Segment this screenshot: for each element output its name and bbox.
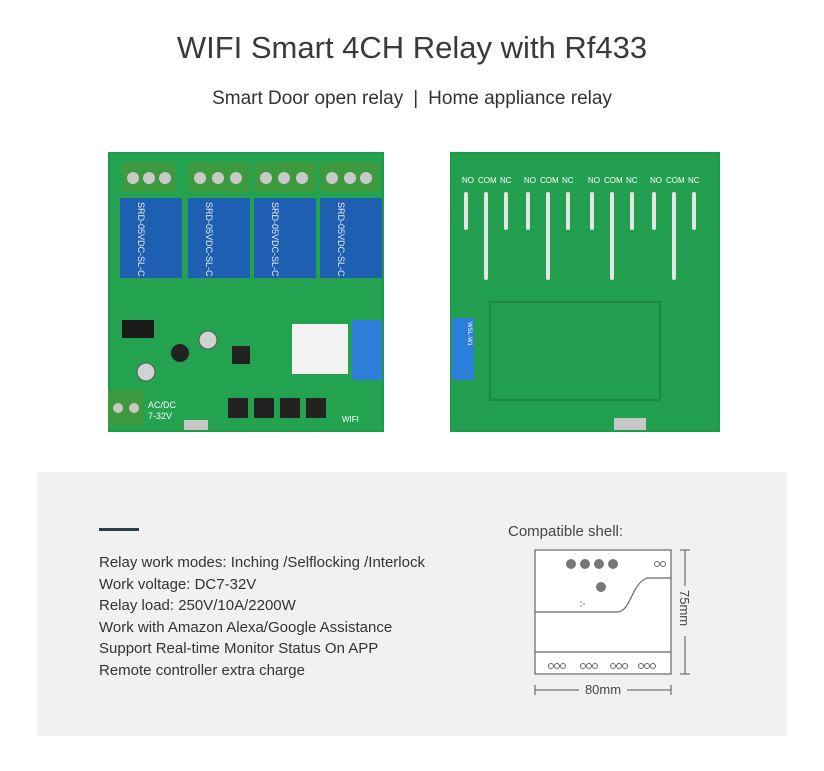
contact-label-no: NO bbox=[650, 176, 662, 185]
terminal-block bbox=[122, 162, 176, 192]
compatible-shell-label: Compatible shell: bbox=[508, 523, 624, 540]
usb-port-back bbox=[614, 418, 646, 430]
subtitle-separator: | bbox=[413, 88, 419, 109]
pcb-outline bbox=[489, 301, 661, 401]
spec-item: Support Real-time Monitor Status On APP bbox=[99, 640, 379, 657]
width-label: 80mm bbox=[585, 682, 621, 697]
relay-label: SRD-05VDC-SL-C bbox=[136, 202, 146, 277]
subtitle-left: Smart Door open relay bbox=[212, 88, 404, 109]
spec-item: Work voltage: DC7-32V bbox=[99, 575, 257, 593]
contact-label-com: COM bbox=[478, 176, 497, 185]
contact-label-nc: NC bbox=[562, 176, 574, 185]
contact-label-nc: NC bbox=[688, 176, 700, 185]
channel-button bbox=[306, 398, 326, 418]
wifi-antenna bbox=[352, 320, 382, 380]
info-panel: Relay work modes: Inching /Selflocking /… bbox=[37, 472, 787, 736]
page-subtitle: Smart Door open relay | Home appliance rel… bbox=[0, 88, 824, 110]
inductor bbox=[171, 344, 189, 362]
page-title: WIFI Smart 4CH Relay with Rf433 bbox=[176, 30, 648, 65]
spec-item: Relay work modes: Inching /Selflocking /… bbox=[99, 554, 425, 571]
relay-label: SRD-05VDC-SL-C bbox=[336, 202, 346, 277]
contact-labels: NO COM NC NO COM NC NO COM NC NO COM NC bbox=[462, 176, 700, 185]
wifi-label: WIFI bbox=[342, 415, 359, 424]
contact-label-nc: NC bbox=[626, 176, 638, 185]
shell-terminals bbox=[548, 561, 666, 669]
height-label: 75mm bbox=[677, 590, 692, 626]
spec-list: Relay work modes: Inching /Selflocking /… bbox=[99, 552, 425, 681]
subtitle-right: Home appliance relay bbox=[428, 88, 612, 109]
relay: SRD-05VDC-SL-C bbox=[120, 198, 182, 278]
contact-label-com: COM bbox=[666, 176, 685, 185]
rf-receiver bbox=[122, 320, 154, 338]
spec-item: Remote controller extra charge bbox=[99, 661, 305, 679]
channel-button bbox=[228, 398, 248, 418]
relay: SRD-05VDC-SL-C bbox=[188, 198, 250, 278]
solder-traces bbox=[464, 192, 696, 280]
shell-leds bbox=[566, 559, 618, 592]
usb-port bbox=[184, 420, 208, 430]
relay: SRD-05VDC-SL-C bbox=[254, 198, 316, 278]
module-label: WSL-W1 bbox=[466, 322, 472, 347]
wifi-module bbox=[292, 324, 348, 374]
contact-label-com: COM bbox=[604, 176, 623, 185]
power-label-line1: AC/DC bbox=[148, 400, 177, 410]
compatible-shell-diagram: 80mm 75mm bbox=[534, 549, 692, 697]
front-board-image: SRD-05VDC-SL-C SRD-05VDC-SL-C SRD-05VDC-… bbox=[108, 152, 384, 432]
shell-curve bbox=[535, 577, 671, 613]
contact-label-no: NO bbox=[588, 176, 600, 185]
terminal-block bbox=[320, 162, 380, 192]
contact-label-no: NO bbox=[524, 176, 536, 185]
power-label-line2: 7-32V bbox=[148, 411, 172, 421]
terminal-block bbox=[254, 162, 316, 192]
contact-label-nc: NC bbox=[500, 176, 512, 185]
contact-label-no: NO bbox=[462, 176, 474, 185]
relay-label: SRD-05VDC-SL-C bbox=[204, 202, 214, 277]
spec-item: Relay load: 250V/10A/2200W bbox=[99, 597, 296, 614]
back-board-image: NO COM NC NO COM NC NO COM NC NO COM NC … bbox=[450, 152, 720, 432]
section-divider bbox=[99, 528, 139, 531]
antenna-back bbox=[452, 318, 474, 380]
spec-item: Work with Amazon Alexa/Google Assistance bbox=[99, 618, 393, 636]
channel-button bbox=[254, 398, 274, 418]
reset-button bbox=[232, 346, 250, 364]
contact-label-com: COM bbox=[540, 176, 559, 185]
relay-label: SRD-05VDC-SL-C bbox=[270, 202, 280, 277]
capacitor bbox=[136, 362, 156, 382]
capacitor bbox=[198, 330, 218, 350]
terminal-block bbox=[188, 162, 250, 192]
channel-button bbox=[280, 398, 300, 418]
relay: SRD-05VDC-SL-C bbox=[320, 198, 382, 278]
